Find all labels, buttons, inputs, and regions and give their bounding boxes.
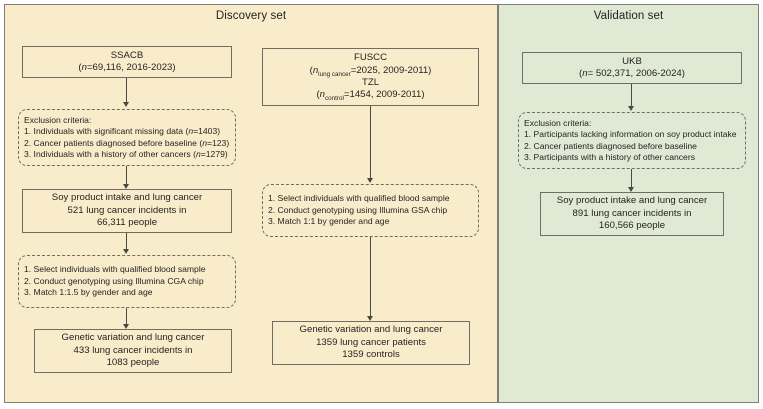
validation-exclusion-item-2: 2. Cancer patients diagnosed before base… — [524, 140, 697, 151]
dashbox-validation-exclusion-criteria: Exclusion criteria: 1. Participants lack… — [518, 112, 746, 169]
genetic-outcome-line3: 1083 people — [106, 357, 160, 369]
connector-methods-to-genetic — [126, 308, 127, 326]
arrowhead-validation-exclusion-to-soy — [628, 187, 634, 192]
validation-soy-line3: 160,566 people — [598, 220, 666, 232]
methods-item-1: 1. Select individuals with qualified blo… — [24, 264, 206, 275]
dashbox-discovery-methods: 1. Select individuals with qualified blo… — [18, 255, 236, 308]
exclusion-item-2: 2. Cancer patients diagnosed before base… — [24, 137, 230, 148]
node-ssacb: SSACB (n=69,116, 2016-2023) — [22, 46, 232, 78]
dashbox-fuscc-methods: 1. Select individuals with qualified blo… — [262, 184, 479, 237]
methods-item-2: 2. Conduct genotyping using Illumina CGA… — [24, 275, 204, 286]
fuscc-methods-item-2: 2. Conduct genotyping using Illumina GSA… — [268, 204, 448, 215]
arrowhead-fuscc-methods-to-genetic — [367, 316, 373, 321]
soy-outcome-line1: Soy product intake and lung cancer — [51, 192, 203, 204]
panel-discovery-set — [4, 4, 498, 403]
validation-soy-line2: 891 lung cancer incidents in — [572, 207, 692, 219]
methods-item-3: 3. Match 1:1.5 by gender and age — [24, 287, 153, 298]
validation-exclusion-item-3: 3. Participants with a history of other … — [524, 151, 695, 162]
connector-validation-exclusion-to-soy — [631, 169, 632, 189]
node-ukb: UKB (n= 502,371, 2006-2024) — [522, 52, 742, 84]
fuscc-line2: (nlung cancer=2025, 2009-2011) — [309, 64, 432, 78]
panel-validation-set — [498, 4, 759, 403]
arrowhead-ukb-to-exclusion — [628, 106, 634, 111]
fuscc-line1: FUSCC — [353, 52, 388, 64]
connector-fuscc-to-methods — [370, 106, 371, 180]
connector-exclusion-to-soy — [126, 166, 127, 186]
ukb-line2: (n= 502,371, 2006-2024) — [579, 68, 685, 79]
panel-title-discovery: Discovery set — [215, 10, 287, 22]
fuscc-methods-item-3: 3. Match 1:1 by gender and age — [268, 216, 390, 227]
exclusion-item-3: 3. Individuals with a history of other c… — [24, 148, 228, 159]
fuscc-genetic-line3: 1359 controls — [342, 349, 400, 361]
arrowhead-soy-to-methods — [123, 249, 129, 254]
node-validation-soy-outcome: Soy product intake and lung cancer 891 l… — [540, 192, 724, 236]
validation-soy-line1: Soy product intake and lung cancer — [556, 195, 708, 207]
arrowhead-fuscc-to-methods — [367, 178, 373, 183]
node-fuscc-genetic-outcome: Genetic variation and lung cancer 1359 l… — [272, 321, 470, 365]
panel-title-validation: Validation set — [593, 10, 664, 22]
arrowhead-methods-to-genetic — [123, 324, 129, 329]
fuscc-methods-item-1: 1. Select individuals with qualified blo… — [268, 193, 450, 204]
soy-outcome-line2: 521 lung cancer incidents in — [67, 204, 187, 216]
connector-soy-to-methods — [126, 233, 127, 251]
arrowhead-exclusion-to-soy — [123, 184, 129, 189]
fuscc-line3: TZL — [361, 77, 380, 88]
exclusion-heading: Exclusion criteria: — [24, 114, 92, 125]
genetic-outcome-line1: Genetic variation and lung cancer — [61, 332, 205, 344]
fuscc-genetic-line1: Genetic variation and lung cancer — [299, 324, 443, 336]
node-discovery-soy-outcome: Soy product intake and lung cancer 521 l… — [22, 189, 232, 233]
node-ssacb-line2: (n=69,116, 2016-2023) — [78, 62, 176, 73]
validation-exclusion-item-1: 1. Participants lacking information on s… — [524, 129, 737, 140]
soy-outcome-line3: 66,311 people — [96, 217, 158, 229]
exclusion-item-1: 1. Individuals with significant missing … — [24, 126, 221, 137]
connector-fuscc-methods-to-genetic — [370, 237, 371, 318]
genetic-outcome-line2: 433 lung cancer incidents in — [73, 344, 193, 356]
fuscc-line4: (ncontrol=1454, 2009-2011) — [316, 89, 425, 103]
node-ssacb-line1: SSACB — [110, 49, 144, 61]
validation-exclusion-heading: Exclusion criteria: — [524, 117, 592, 128]
node-fuscc-tzl-source: FUSCC (nlung cancer=2025, 2009-2011) TZL… — [262, 48, 479, 106]
dashbox-discovery-exclusion-criteria: Exclusion criteria: 1. Individuals with … — [18, 109, 236, 166]
ukb-line1: UKB — [622, 55, 642, 67]
arrowhead-ssacb-to-exclusion — [123, 102, 129, 107]
connector-ssacb-to-exclusion — [126, 78, 127, 104]
connector-ukb-to-exclusion — [631, 84, 632, 108]
node-discovery-genetic-outcome: Genetic variation and lung cancer 433 lu… — [34, 329, 232, 373]
fuscc-genetic-line2: 1359 lung cancer patients — [316, 336, 426, 348]
